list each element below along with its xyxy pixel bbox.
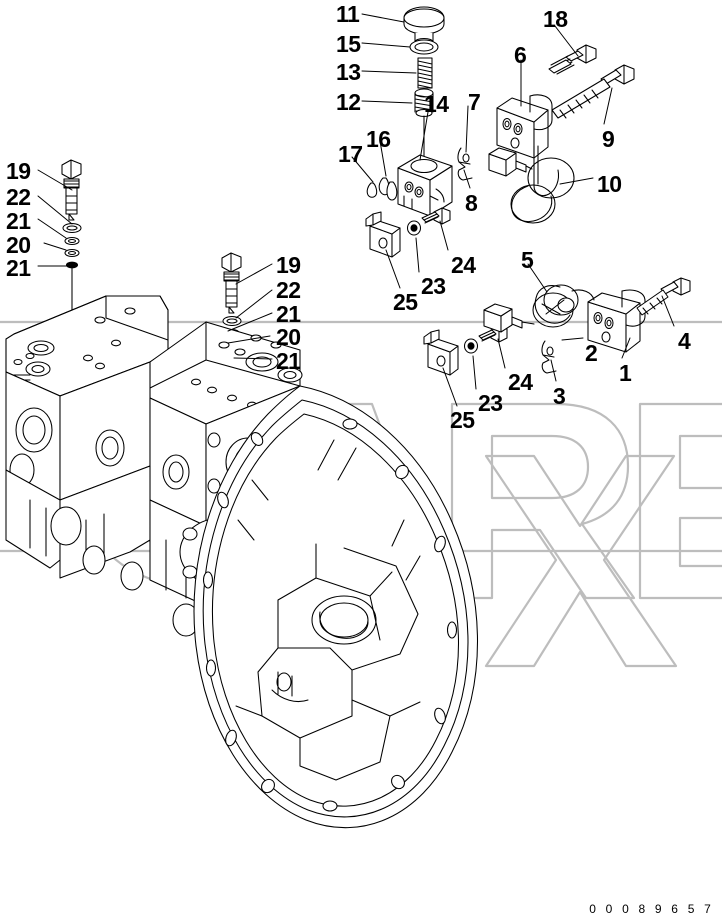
part-25-bracket-upper <box>365 211 401 258</box>
callout-12-valve-stack: 12 <box>336 89 361 115</box>
callout-5-solenoid-lower: 5 <box>521 247 534 273</box>
callout-3-solenoid-lower: 3 <box>553 383 566 409</box>
callout-23-bracket-lower: 23 <box>478 390 503 416</box>
callout-21-plug-stack-center: 21 <box>276 301 301 327</box>
flywheel-housing <box>193 385 479 829</box>
callout-9-solenoid-upper: 9 <box>602 126 615 152</box>
callout-21-plug-stack-left: 21 <box>6 208 31 234</box>
callout-13-valve-stack: 13 <box>336 59 361 85</box>
part-23-washer-lower <box>463 338 479 354</box>
part-19-bolt-left <box>61 159 82 221</box>
callout-22-plug-stack-center: 22 <box>276 277 301 303</box>
callout-20-plug-stack-center: 20 <box>276 324 301 350</box>
callout-24-bracket-upper: 24 <box>451 252 476 278</box>
part-10-harness <box>488 145 575 224</box>
callout-21-plug-stack-left: 21 <box>6 255 31 281</box>
part-15-oring <box>409 39 439 55</box>
callout-22-plug-stack-left: 22 <box>6 184 31 210</box>
callout-20-plug-stack-left: 20 <box>6 232 31 258</box>
callout-21-plug-stack-center: 21 <box>276 348 301 374</box>
leader-lines <box>37 13 675 407</box>
callout-25-bracket-upper: 25 <box>393 289 418 315</box>
part-13-spring <box>417 57 433 89</box>
callout-19-plug-stack-center: 19 <box>276 252 301 278</box>
part-23-washer-upper <box>406 220 422 236</box>
part-25-bracket-lower <box>423 329 459 376</box>
callout-25-bracket-lower: 25 <box>450 407 475 433</box>
part-2-3-clip <box>541 340 557 374</box>
callout-8-valve-stack: 8 <box>465 190 478 216</box>
callout-10-solenoid-upper: 10 <box>597 171 622 197</box>
part-5-harness <box>483 284 595 333</box>
callout-18-solenoid-upper: 18 <box>543 6 568 32</box>
part-19-bolt-center <box>221 252 242 314</box>
callout-1-solenoid-lower: 1 <box>619 360 632 386</box>
drawing-number: 0 0 0 8 9 6 5 7 <box>589 902 714 916</box>
callout-2-solenoid-lower: 2 <box>585 340 598 366</box>
callout-15-valve-stack: 15 <box>336 31 361 57</box>
callout-19-plug-stack-left: 19 <box>6 158 31 184</box>
callout-14-valve-stack: 14 <box>424 91 449 117</box>
callout-16-valve-stack: 16 <box>366 126 391 152</box>
part-14-valve-body <box>397 154 453 217</box>
callout-23-bracket-upper: 23 <box>421 273 446 299</box>
part-18-bolt <box>548 44 597 75</box>
callout-4-solenoid-lower: 4 <box>678 328 691 354</box>
part-16-17-pins <box>366 177 398 201</box>
part-24-bolt-upper <box>421 207 451 225</box>
part-7-8-clip <box>457 147 473 181</box>
callout-24-bracket-lower: 24 <box>508 369 533 395</box>
callout-7-valve-stack: 7 <box>468 89 481 115</box>
callout-6-solenoid-upper: 6 <box>514 42 527 68</box>
part-4-bolt <box>636 277 691 316</box>
callout-17-valve-stack: 17 <box>338 141 363 167</box>
callout-11-valve-stack: 11 <box>336 1 360 27</box>
part-9-long-bolt <box>551 64 635 119</box>
